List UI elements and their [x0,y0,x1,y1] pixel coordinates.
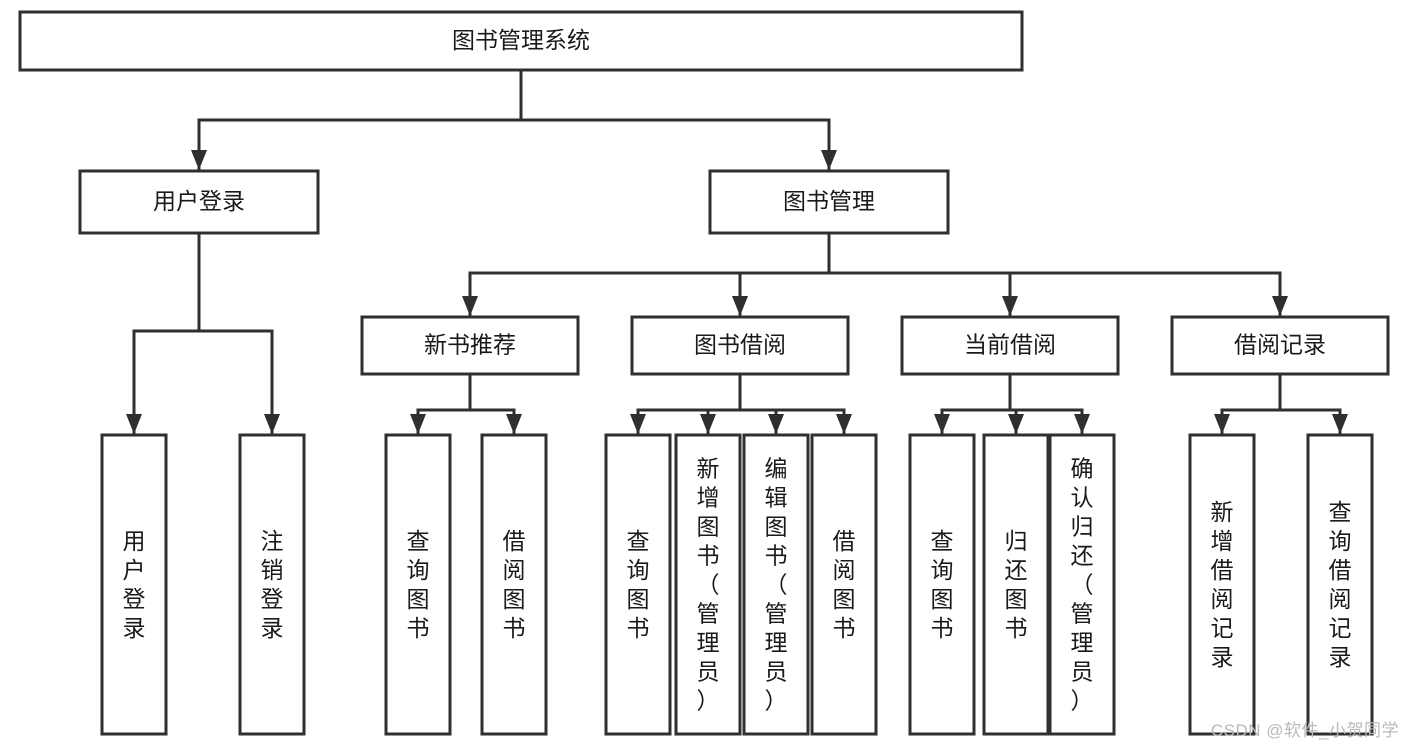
node-label-leaf-borrow-book-recommend: 借阅图书 [503,528,526,641]
node-box-leaf-query-book-current [908,433,976,736]
arrow-head-icon [1332,414,1348,434]
node-label-leaf-add-borrow-record: 新增借阅记录 [1211,499,1234,670]
connectors-layer [126,68,1348,436]
node-box-book-management [708,169,950,235]
node-leaf-edit-book[interactable]: 编辑图书（管理员） [742,433,810,736]
node-leaf-user-login[interactable]: 用户登录 [100,433,168,736]
arrow-head-icon [1008,414,1024,434]
csdn-watermark: CSDN @软件_小贺同学 [1210,721,1399,740]
node-label-leaf-query-borrow-record: 查询借阅记录 [1329,499,1352,670]
node-book-borrow[interactable]: 图书借阅 [630,315,850,376]
node-label-leaf-user-login: 用户登录 [123,528,146,641]
node-leaf-query-book-borrow[interactable]: 查询图书 [604,433,672,736]
node-leaf-return-book[interactable]: 归还图书 [982,433,1050,736]
node-box-root [18,10,1024,72]
node-user-login[interactable]: 用户登录 [78,169,320,235]
node-label-leaf-query-book-borrow: 查询图书 [627,528,650,641]
node-box-leaf-add-book [674,433,742,736]
node-box-current-borrow [900,315,1120,376]
arrow-head-icon [410,414,426,434]
node-box-leaf-user-login [100,433,168,736]
node-box-leaf-add-borrow-record [1188,433,1256,736]
node-label-leaf-borrow-book: 借阅图书 [833,528,856,641]
node-label-leaf-confirm-return: 确认归还（管理员） [1071,456,1094,714]
arrow-head-icon [1272,296,1288,316]
node-label-book-borrow: 图书借阅 [694,332,786,358]
arrow-head-icon [1002,296,1018,316]
node-root[interactable]: 图书管理系统 [18,10,1024,72]
node-leaf-logout[interactable]: 注销登录 [238,433,306,736]
arrow-head-icon [1214,414,1230,434]
node-box-leaf-edit-book [742,433,810,736]
arrow-head-icon [264,414,280,434]
arrow-head-icon [191,150,207,170]
node-current-borrow[interactable]: 当前借阅 [900,315,1120,376]
node-borrow-record[interactable]: 借阅记录 [1170,315,1390,376]
node-box-leaf-logout [238,433,306,736]
node-label-book-management: 图书管理 [783,188,875,214]
node-leaf-borrow-book[interactable]: 借阅图书 [810,433,878,736]
node-box-leaf-query-book-borrow [604,433,672,736]
node-new-book-recommend[interactable]: 新书推荐 [360,315,580,376]
arrow-head-icon [836,414,852,434]
node-box-leaf-borrow-book [810,433,878,736]
arrow-head-icon [630,414,646,434]
arrow-head-icon [821,150,837,170]
node-label-user-login: 用户登录 [153,188,245,214]
node-book-management[interactable]: 图书管理 [708,169,950,235]
node-box-borrow-record [1170,315,1390,376]
node-label-leaf-edit-book: 编辑图书（管理员） [765,456,788,714]
node-box-leaf-return-book [982,433,1050,736]
node-label-borrow-record: 借阅记录 [1234,332,1326,358]
node-label-leaf-logout: 注销登录 [261,528,284,641]
node-box-leaf-query-book-recommend [384,433,452,736]
arrow-head-icon [732,296,748,316]
node-leaf-add-borrow-record[interactable]: 新增借阅记录 [1188,433,1256,736]
arrow-head-icon [126,414,142,434]
arrow-head-icon [934,414,950,434]
node-label-leaf-add-book: 新增图书（管理员） [697,456,720,714]
node-box-new-book-recommend [360,315,580,376]
arrow-head-icon [768,414,784,434]
node-box-leaf-borrow-book-recommend [480,433,548,736]
node-label-leaf-query-book-recommend: 查询图书 [407,528,430,641]
node-label-current-borrow: 当前借阅 [964,332,1056,358]
arrow-head-icon [506,414,522,434]
node-box-leaf-query-borrow-record [1306,433,1374,736]
node-label-new-book-recommend: 新书推荐 [424,332,516,358]
node-box-leaf-confirm-return [1048,433,1116,736]
node-box-book-borrow [630,315,850,376]
node-box-user-login [78,169,320,235]
node-leaf-query-book-current[interactable]: 查询图书 [908,433,976,736]
node-leaf-confirm-return[interactable]: 确认归还（管理员） [1048,433,1116,736]
node-label-leaf-query-book-current: 查询图书 [931,528,954,641]
node-leaf-add-book[interactable]: 新增图书（管理员） [674,433,742,736]
node-leaf-query-borrow-record[interactable]: 查询借阅记录 [1306,433,1374,736]
node-leaf-borrow-book-recommend[interactable]: 借阅图书 [480,433,548,736]
arrow-head-icon [1074,414,1090,434]
node-label-leaf-return-book: 归还图书 [1005,528,1028,641]
node-label-root: 图书管理系统 [452,27,590,53]
nodes-layer: 图书管理系统用户登录图书管理新书推荐图书借阅当前借阅借阅记录用户登录注销登录查询… [18,10,1390,736]
arrow-head-icon [462,296,478,316]
arrow-head-icon [700,414,716,434]
node-leaf-query-book-recommend[interactable]: 查询图书 [384,433,452,736]
